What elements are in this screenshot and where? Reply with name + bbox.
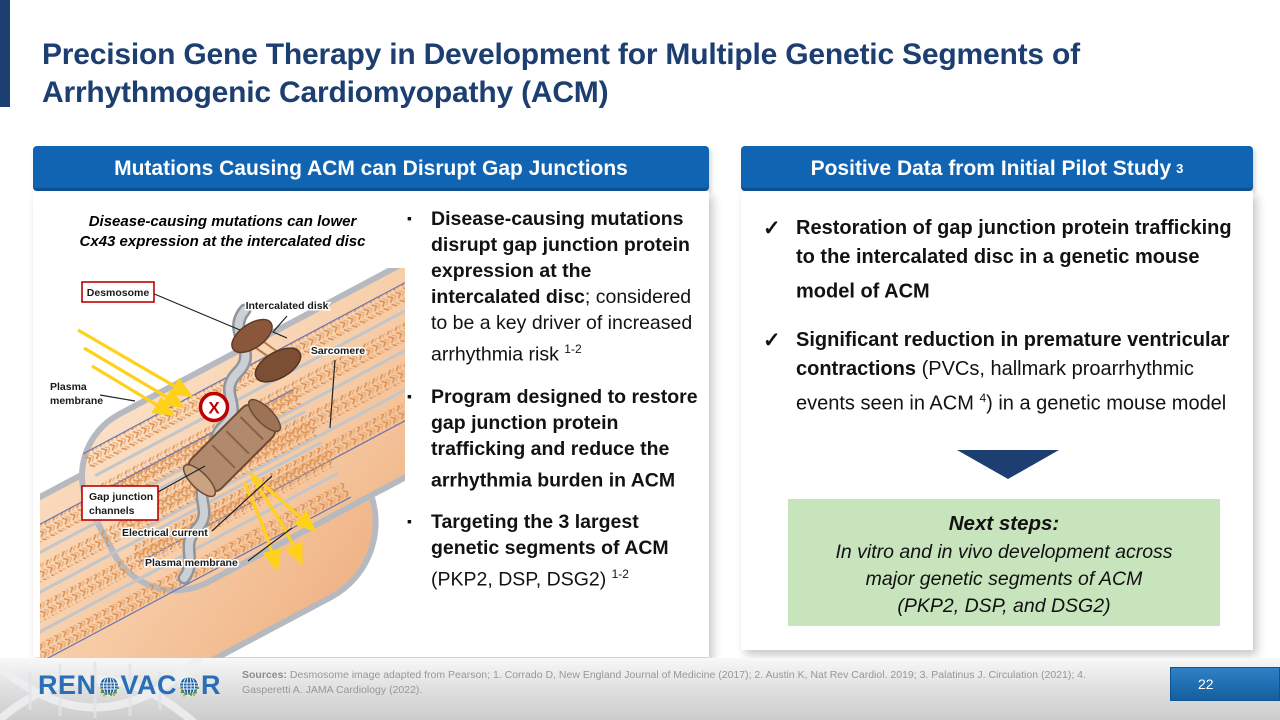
bullet-item: ▪Targeting the 3 largest genetic segment… bbox=[406, 509, 706, 593]
footnote-ref: 1-2 bbox=[564, 342, 582, 356]
globe-icon bbox=[179, 675, 200, 697]
plasma-membrane-top-label: Plasma bbox=[50, 381, 87, 393]
checkmark-icon: ✓ bbox=[763, 217, 781, 240]
plasma-membrane-bottom-label: Plasma membrane bbox=[145, 557, 238, 569]
next-steps-line: (PKP2, DSP, and DSG2) bbox=[897, 595, 1111, 617]
footnote-ref: 4 bbox=[979, 390, 987, 405]
sarcomere-label: Sarcomere bbox=[311, 345, 365, 357]
down-arrow-icon bbox=[957, 450, 1059, 479]
bullet-square-icon: ▪ bbox=[407, 513, 412, 529]
right-panel-header-footnote: 3 bbox=[1176, 161, 1184, 176]
left-panel-header: Mutations Causing ACM can Disrupt Gap Ju… bbox=[33, 146, 709, 191]
left-accent-bar bbox=[0, 0, 10, 107]
next-steps-heading: Next steps: bbox=[948, 512, 1060, 535]
right-panel-header-label: Positive Data from Initial Pilot Study bbox=[810, 156, 1172, 180]
bullet-square-icon: ▪ bbox=[407, 387, 412, 404]
electrical-current-label: Electrical current bbox=[122, 527, 208, 539]
title-line-2: Arrhythmogenic Cardiomyopathy (ACM) bbox=[42, 76, 609, 109]
next-steps-box: Next steps: In vitro and in vivo develop… bbox=[788, 499, 1220, 626]
right-panel-header: Positive Data from Initial Pilot Study 3 bbox=[741, 146, 1253, 191]
checkmark-icon: ✓ bbox=[763, 328, 781, 352]
dna-helix-watermark bbox=[0, 658, 203, 720]
gap-junction-label: Gap junction bbox=[89, 491, 153, 503]
page-number-badge: 22 bbox=[1170, 667, 1280, 701]
plasma-membrane-top-label-2: membrane bbox=[50, 395, 103, 407]
left-panel-header-label: Mutations Causing ACM can Disrupt Gap Ju… bbox=[114, 156, 628, 180]
cell-diagram: X Desmosome Intercalated disk Sarcomere … bbox=[40, 268, 405, 660]
gap-junction-channel bbox=[182, 398, 282, 498]
page-number: 22 bbox=[1198, 676, 1214, 692]
gap-junction-label-2: channels bbox=[89, 505, 135, 517]
right-check-list: ✓Restoration of gap junction protein tra… bbox=[763, 214, 1245, 437]
desmosome-label: Desmosome bbox=[87, 287, 150, 299]
next-steps-line: major genetic segments of ACM bbox=[865, 568, 1143, 590]
renovacor-logo: REN VAC bbox=[38, 670, 221, 701]
logo-text: REN bbox=[38, 670, 97, 700]
caption-line-1: Disease-causing mutations can lower bbox=[88, 213, 357, 230]
logo-text: R bbox=[201, 670, 222, 700]
sources-text: Sources: Desmosome image adapted from Pe… bbox=[242, 669, 1086, 696]
title-line-1: Precision Gene Therapy in Development fo… bbox=[42, 38, 1080, 71]
globe-icon bbox=[98, 675, 119, 697]
intercalated-disk-label: Intercalated disk bbox=[246, 300, 329, 312]
check-item: ✓Restoration of gap junction protein tra… bbox=[763, 214, 1245, 307]
bullet-item: ▪Program designed to restore gap junctio… bbox=[406, 384, 706, 494]
next-steps-line: In vitro and in vivo development across bbox=[835, 541, 1173, 563]
footnote-ref: 1-2 bbox=[611, 567, 629, 581]
caption-line-2: Cx43 expression at the intercalated disc bbox=[79, 233, 366, 250]
desmosome-structures bbox=[231, 318, 302, 383]
svg-text:X: X bbox=[208, 399, 220, 418]
sources-label: Sources: bbox=[242, 669, 287, 681]
blocked-x-icon: X bbox=[198, 391, 230, 423]
footer: REN VAC bbox=[0, 658, 1280, 720]
slide-title: Precision Gene Therapy in Development fo… bbox=[42, 36, 1268, 112]
electrical-current-arrows bbox=[77, 328, 317, 573]
bullet-item: ▪Disease-causing mutations disrupt gap j… bbox=[406, 206, 706, 368]
logo-text: VAC bbox=[120, 670, 178, 700]
check-item: ✓Significant reduction in premature vent… bbox=[763, 326, 1245, 419]
bullet-square-icon: ▪ bbox=[407, 210, 412, 226]
left-bullet-list: ▪Disease-causing mutations disrupt gap j… bbox=[406, 206, 706, 609]
